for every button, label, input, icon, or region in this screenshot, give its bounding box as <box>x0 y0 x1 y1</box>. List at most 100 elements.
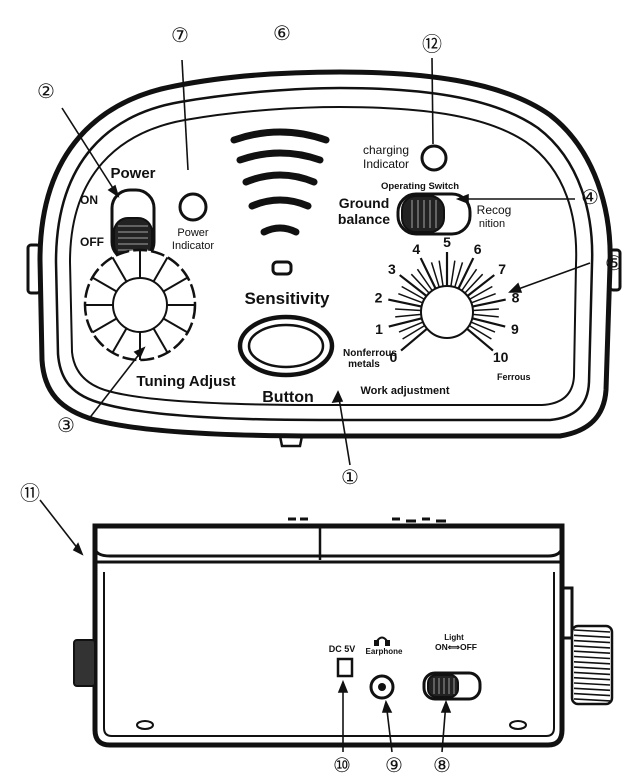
knob-rib <box>573 692 611 697</box>
nonferrous-label-1: Nonferrous <box>343 348 397 359</box>
main-button[interactable] <box>237 314 335 378</box>
callout-8: ⑧ <box>433 755 451 777</box>
dc-5v-label: DC 5V <box>329 644 356 654</box>
work-dial-tick <box>472 298 506 308</box>
work-dial-tick <box>438 260 444 287</box>
callout-5: ⑤ <box>605 253 623 275</box>
recognition-label-1: Recog <box>477 203 512 217</box>
knob-rib <box>573 639 611 644</box>
work-dial-tick <box>398 292 423 304</box>
callout-4: ④ <box>581 187 599 209</box>
callout-6: ⑥ <box>273 23 291 45</box>
work-dial-tick <box>400 327 428 352</box>
tuning-dial-spoke <box>152 327 169 354</box>
callout-1: ① <box>341 467 359 489</box>
tuning-dial-spoke <box>162 276 189 293</box>
speaker-grille <box>230 128 330 276</box>
light-label: Light <box>444 633 464 642</box>
work-dial-tick <box>470 321 496 333</box>
work-adjustment-label: Work adjustment <box>360 385 449 397</box>
knob-rib <box>573 645 611 649</box>
work-dial-tick <box>468 324 492 340</box>
work-dial-tick <box>472 308 499 312</box>
callout-9: ⑨ <box>385 755 403 777</box>
ground-balance-label-2: balance <box>338 211 390 227</box>
work-dial-number: 1 <box>375 321 383 337</box>
button-label: Button <box>262 389 314 406</box>
operating-switch[interactable] <box>396 192 472 236</box>
on-label: ON <box>80 193 98 207</box>
work-dial-tick <box>398 321 424 333</box>
knob-rib <box>573 676 611 681</box>
knob-rib <box>573 698 611 702</box>
knob-rib <box>573 682 611 686</box>
off-label: OFF <box>80 235 104 249</box>
work-dial-number: 5 <box>443 234 451 250</box>
tuning-dial-spoke <box>111 327 128 354</box>
work-adjustment-dial[interactable] <box>388 252 506 352</box>
work-dial-tick <box>395 313 422 318</box>
ground-balance-label-1: Ground <box>339 195 390 211</box>
tuning-adjust-dial[interactable] <box>83 248 197 362</box>
callout-11: ⑪ <box>20 482 40 505</box>
work-dial-tick <box>471 292 496 304</box>
headphone-icon <box>374 636 390 646</box>
earphone-jack[interactable] <box>369 674 395 700</box>
charging-label-1: charging <box>363 143 409 157</box>
charging-label-2: Indicator <box>363 157 409 171</box>
operating-switch-label: Operating Switch <box>381 181 459 192</box>
callout-2: ② <box>37 81 55 103</box>
knob-rib <box>573 634 611 639</box>
work-dial-tick <box>416 268 433 292</box>
knob-rib <box>573 629 611 633</box>
recognition-label-2: nition <box>479 218 505 230</box>
power-indicator-label-2: Indicator <box>172 240 215 252</box>
tuning-dial-spoke <box>152 256 169 283</box>
side-view-body <box>73 517 574 748</box>
work-dial-tick <box>388 298 422 308</box>
ferrous-label: Ferrous <box>497 372 531 382</box>
work-dial-tick <box>464 273 484 294</box>
work-dial-tick <box>395 308 422 312</box>
work-dial-number: 4 <box>412 241 420 257</box>
dc-5v-port[interactable] <box>336 657 354 678</box>
work-dial-tick <box>466 327 494 352</box>
charging-indicator-led <box>420 144 448 172</box>
leader-lines <box>39 57 591 753</box>
work-dial-number: 2 <box>375 289 383 305</box>
work-dial-tick <box>454 262 464 288</box>
tuning-dial-spoke <box>91 276 118 293</box>
work-dial-number: 3 <box>388 261 396 277</box>
work-dial-tick <box>410 273 430 294</box>
power-switch[interactable] <box>110 188 156 262</box>
nonferrous-label-2: metals <box>348 359 380 370</box>
work-dial-tick <box>430 262 440 288</box>
work-dial-tick <box>461 268 478 292</box>
work-dial-tick <box>466 274 495 297</box>
knob-rib <box>573 661 611 665</box>
earphone-label: Earphone <box>366 647 403 656</box>
light-on-off-label: ON⟺OFF <box>435 642 477 652</box>
light-switch[interactable] <box>422 671 482 701</box>
work-dial-tick <box>399 274 428 297</box>
knob-rib <box>573 687 611 692</box>
knob-rib <box>573 650 611 654</box>
work-dial-number: 10 <box>493 349 509 365</box>
coil-connector-knob <box>570 624 614 706</box>
work-dial-number: 6 <box>474 241 482 257</box>
callout-7: ⑦ <box>171 25 189 47</box>
knob-rib <box>573 655 611 660</box>
work-dial-tick <box>401 285 425 300</box>
knob-rib <box>573 671 611 676</box>
power-label: Power <box>110 165 155 182</box>
tuning-dial-spoke <box>111 256 128 283</box>
work-dial-number: 0 <box>389 349 397 365</box>
sensitivity-label: Sensitivity <box>244 289 330 308</box>
callout-12: ⑫ <box>422 33 442 56</box>
work-dial-tick <box>402 324 426 340</box>
power-indicator-label-1: Power <box>177 227 209 239</box>
callout-3: ③ <box>57 415 75 437</box>
work-dial-tick <box>471 317 506 328</box>
